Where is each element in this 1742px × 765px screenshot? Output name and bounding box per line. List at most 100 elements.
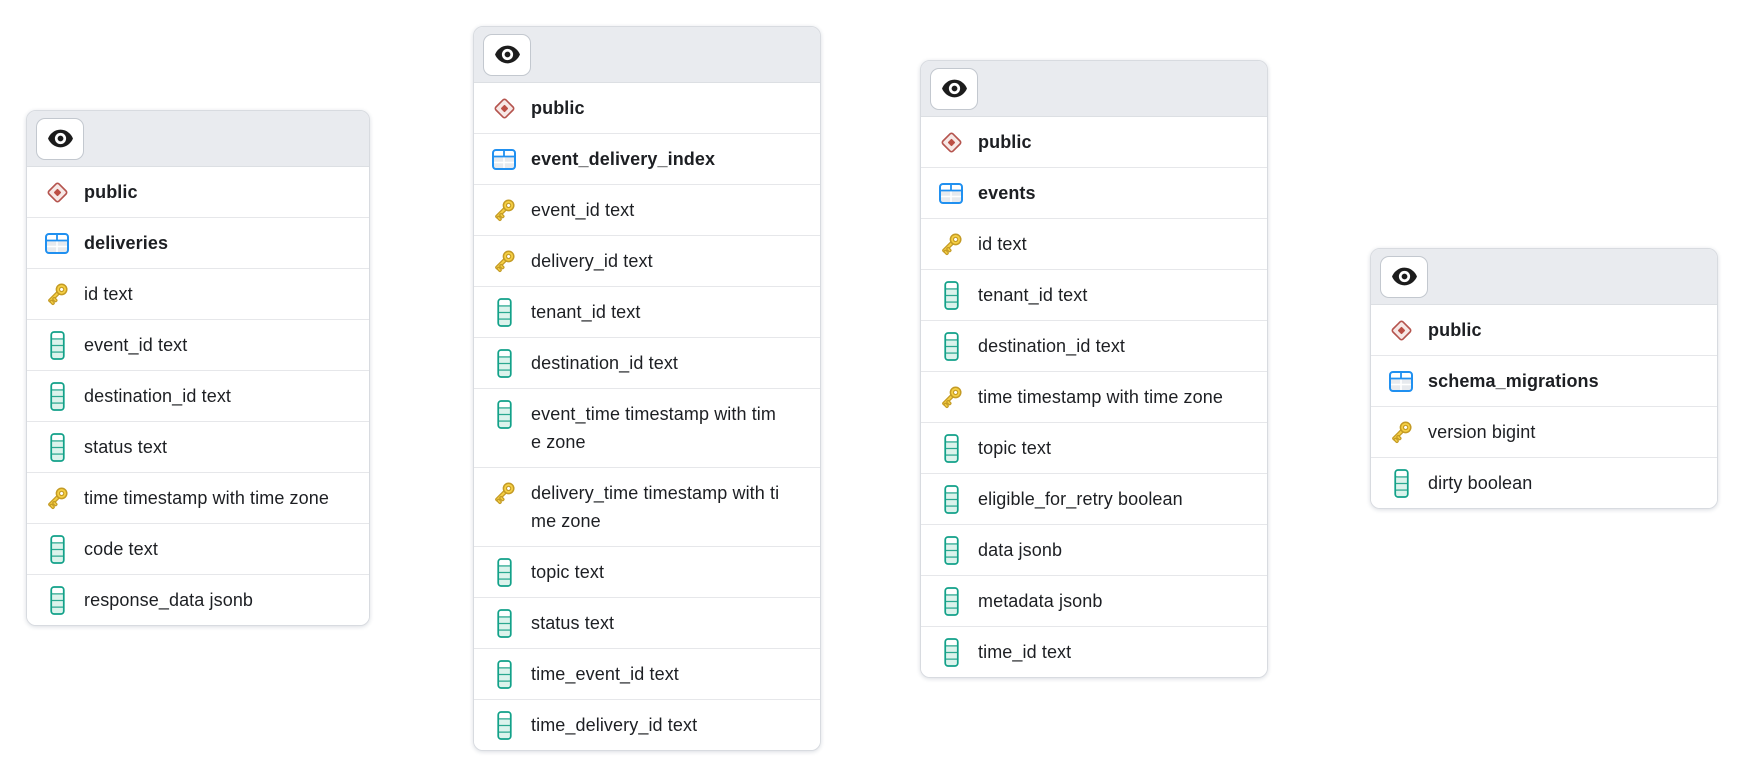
column-row[interactable]: tenant_id text — [474, 287, 820, 338]
column-label: destination_id text — [84, 382, 231, 410]
schema-diamond-icon — [1384, 316, 1418, 344]
column-row[interactable]: event_time timestamp with time zone — [474, 389, 820, 468]
column-row[interactable]: delivery_id text — [474, 236, 820, 287]
column-row[interactable]: metadata jsonb — [921, 576, 1267, 627]
visibility-toggle-button[interactable] — [930, 67, 978, 110]
visibility-toggle-button[interactable] — [36, 117, 84, 160]
column-row[interactable]: code text — [27, 524, 369, 575]
schema-label: public — [84, 182, 138, 202]
column-row[interactable]: time timestamp with time zone — [921, 372, 1267, 423]
table-card-header[interactable] — [921, 61, 1267, 117]
column-row[interactable]: id text — [27, 269, 369, 320]
column-type: timestamp with time zone — [123, 488, 329, 508]
column-type: text — [623, 251, 653, 271]
column-row[interactable]: delivery_time timestamp with time zone — [474, 468, 820, 547]
column-type: text — [1021, 438, 1052, 458]
primary-key-icon — [1384, 418, 1418, 446]
schema-row[interactable]: public — [921, 117, 1267, 168]
schema-row[interactable]: public — [474, 83, 820, 134]
column-icon — [40, 432, 74, 462]
column-row[interactable]: topic text — [921, 423, 1267, 474]
visibility-toggle-button[interactable] — [1380, 255, 1428, 298]
column-label: time_event_id text — [531, 660, 679, 688]
column-type: text — [667, 715, 698, 735]
column-row[interactable]: time_delivery_id text — [474, 700, 820, 750]
table-card-rows: public events — [921, 117, 1267, 677]
column-name: time_delivery_id — [531, 715, 663, 735]
column-label: time timestamp with time zone — [978, 383, 1223, 411]
column-type: text — [604, 200, 635, 220]
schema-diamond-icon — [934, 128, 968, 156]
column-row[interactable]: time_event_id text — [474, 649, 820, 700]
schema-row[interactable]: public — [1371, 305, 1717, 356]
schema-row[interactable]: public — [27, 167, 369, 218]
table-grid-icon — [934, 179, 968, 207]
table-card-header[interactable] — [1371, 249, 1717, 305]
column-name: tenant_id — [531, 302, 606, 322]
column-row[interactable]: version bigint — [1371, 407, 1717, 458]
column-row[interactable]: id text — [921, 219, 1267, 270]
primary-key-icon — [934, 230, 968, 258]
column-row[interactable]: event_id text — [474, 185, 820, 236]
column-label: status text — [531, 609, 614, 637]
column-name: time — [978, 387, 1013, 407]
column-type: text — [1041, 642, 1072, 662]
table-name-row[interactable]: deliveries — [27, 218, 369, 269]
column-row[interactable]: topic text — [474, 547, 820, 598]
column-label: destination_id text — [978, 332, 1125, 360]
column-row[interactable]: destination_id text — [27, 371, 369, 422]
table-name-row[interactable]: events — [921, 168, 1267, 219]
column-row[interactable]: response_data jsonb — [27, 575, 369, 625]
column-type: text — [611, 302, 641, 322]
column-icon — [934, 331, 968, 361]
table-name-row[interactable]: schema_migrations — [1371, 356, 1717, 407]
column-row[interactable]: destination_id text — [921, 321, 1267, 372]
table-card-header[interactable] — [474, 27, 820, 83]
eye-icon — [1391, 266, 1418, 287]
column-type: timestamp with time zone — [531, 404, 776, 452]
schema-diamond-icon — [40, 178, 74, 206]
column-icon — [40, 330, 74, 360]
column-label: data jsonb — [978, 536, 1062, 564]
table-card-header[interactable] — [27, 111, 369, 167]
column-row[interactable]: data jsonb — [921, 525, 1267, 576]
column-type: text — [648, 353, 679, 373]
column-row[interactable]: tenant_id text — [921, 270, 1267, 321]
column-label: time_id text — [978, 638, 1071, 666]
column-name: time_id — [978, 642, 1037, 662]
column-row[interactable]: status text — [27, 422, 369, 473]
column-row[interactable]: status text — [474, 598, 820, 649]
column-type: jsonb — [209, 590, 254, 610]
table-card-events[interactable]: public events — [920, 60, 1268, 678]
column-name: data — [978, 540, 1014, 560]
column-name: topic — [531, 562, 570, 582]
column-type: text — [157, 335, 188, 355]
column-icon — [934, 535, 968, 565]
column-icon — [487, 710, 521, 740]
column-name: id — [84, 284, 99, 304]
column-type: jsonb — [1058, 591, 1103, 611]
column-row[interactable]: eligible_for_retry boolean — [921, 474, 1267, 525]
table-card-schema_migrations[interactable]: public schema_migrations — [1370, 248, 1718, 509]
column-row[interactable]: destination_id text — [474, 338, 820, 389]
column-row[interactable]: time timestamp with time zone — [27, 473, 369, 524]
table-grid-icon — [487, 145, 521, 173]
column-row[interactable]: dirty boolean — [1371, 458, 1717, 508]
table-name-row[interactable]: event_delivery_index — [474, 134, 820, 185]
table-grid-icon — [40, 229, 74, 257]
column-label: id text — [84, 280, 133, 308]
column-row[interactable]: event_id text — [27, 320, 369, 371]
column-icon — [40, 381, 74, 411]
column-icon — [934, 280, 968, 310]
visibility-toggle-button[interactable] — [483, 33, 531, 76]
column-name: destination_id — [531, 353, 644, 373]
primary-key-icon — [934, 383, 968, 411]
column-name: eligible_for_retry — [978, 489, 1113, 509]
table-card-deliveries[interactable]: public deliveries — [26, 110, 370, 626]
column-name: code — [84, 539, 124, 559]
column-type: text — [1058, 285, 1088, 305]
column-label: event_time timestamp with time zone — [531, 400, 781, 456]
table-card-event_delivery_index[interactable]: public event_delivery_index — [473, 26, 821, 751]
column-name: response_data — [84, 590, 205, 610]
column-row[interactable]: time_id text — [921, 627, 1267, 677]
